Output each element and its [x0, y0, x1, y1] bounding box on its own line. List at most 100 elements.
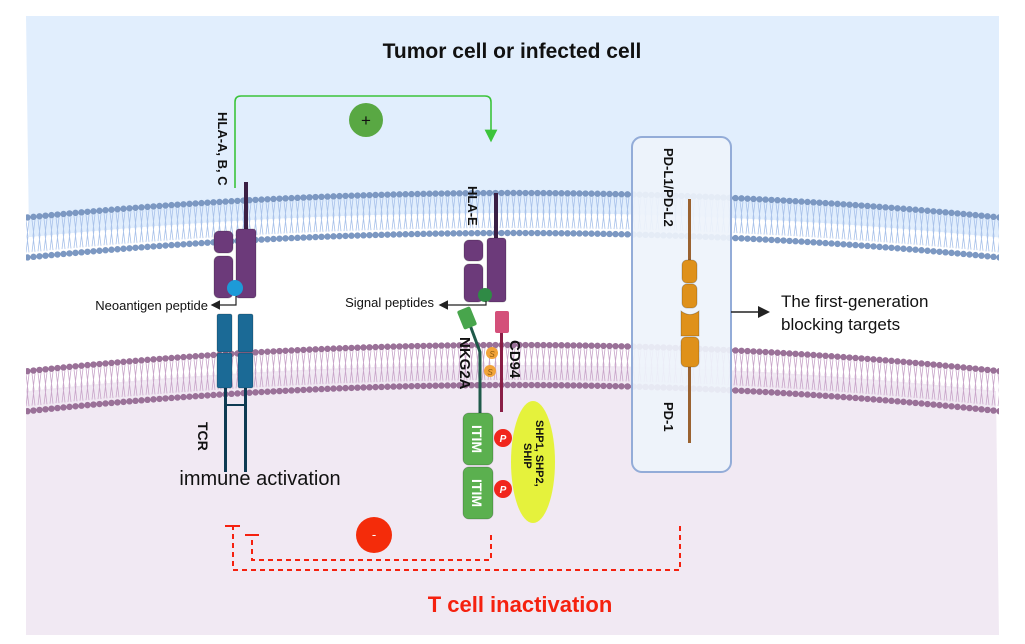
lipid-head	[414, 342, 421, 350]
lipid-head	[378, 191, 385, 199]
tcr-stalk-left	[224, 380, 227, 472]
lipid-head	[840, 201, 847, 208]
lipid-head	[384, 343, 391, 350]
lipid-head	[870, 356, 877, 363]
lipid-head	[1002, 255, 1008, 261]
lipid-head	[564, 382, 571, 389]
lipid-head	[612, 382, 619, 390]
lipid-head	[138, 244, 145, 251]
lipid-head	[960, 250, 967, 258]
itim-box	[462, 466, 494, 520]
lipid-tail	[469, 348, 474, 381]
lipid-tail	[853, 208, 858, 241]
lipid-tail	[781, 203, 786, 236]
lipid-head	[486, 229, 493, 237]
lipid-head	[570, 382, 577, 389]
lipid-tail	[955, 216, 960, 249]
lipid-head	[552, 381, 559, 389]
lipid-tail	[181, 207, 186, 240]
lipid-tail	[307, 352, 312, 385]
lipid-tail	[61, 370, 66, 403]
lipid-head	[84, 208, 91, 215]
minus-sign: -	[372, 527, 376, 542]
lipid-head	[354, 344, 361, 351]
lipid-head	[966, 211, 973, 218]
lipid-head	[444, 382, 451, 389]
lipid-head	[804, 238, 811, 246]
lipid-head	[156, 242, 163, 250]
lipid-head	[288, 234, 295, 242]
lipid-head	[576, 230, 583, 237]
lipid-head	[456, 190, 463, 197]
lipid-head	[258, 388, 265, 396]
lipid-tail	[835, 206, 840, 239]
lipid-tail	[43, 372, 48, 405]
lipid-head	[546, 229, 553, 237]
lipid-tail	[355, 350, 360, 383]
lipid-head	[102, 400, 109, 407]
lipid-head	[360, 192, 367, 199]
lipid-head	[264, 196, 271, 203]
lipid-head	[126, 358, 133, 365]
lipid-tail	[955, 369, 960, 402]
hla-e-heavy-chain	[486, 237, 507, 303]
lipid-head	[972, 405, 979, 412]
lipid-head	[600, 382, 607, 390]
lipid-head	[522, 229, 529, 237]
lipid-head	[582, 342, 589, 349]
lipid-head	[102, 360, 109, 367]
pdl-stalk	[688, 199, 691, 261]
lipid-tail	[871, 209, 876, 242]
lipid-head	[60, 404, 67, 411]
lipid-head	[894, 398, 901, 405]
lipid-tail	[931, 214, 936, 247]
lipid-head	[876, 203, 883, 211]
lipid-head	[948, 403, 955, 410]
lipid-head	[342, 384, 349, 392]
lipid-head	[60, 250, 67, 258]
lipid-head	[834, 240, 841, 248]
lipid-tail	[187, 359, 192, 392]
lipid-tail	[283, 353, 288, 386]
lipid-head	[612, 230, 619, 238]
lipid-head	[348, 344, 355, 352]
lipid-head	[18, 369, 24, 375]
lipid-head	[294, 346, 301, 354]
lipid-head	[276, 195, 283, 202]
lipid-head	[198, 199, 205, 207]
lipid-head	[312, 193, 319, 201]
lipid-head	[786, 390, 793, 397]
lipid-tail	[961, 216, 966, 250]
minus-badge	[356, 517, 392, 553]
lipid-tail	[193, 206, 198, 239]
lipid-tail	[535, 196, 540, 229]
phosphate-2: P	[494, 480, 512, 498]
lipid-head	[756, 388, 763, 395]
lipid-head	[48, 405, 55, 412]
lipid-head	[954, 250, 961, 257]
lipid-head	[330, 233, 337, 240]
lipid-head	[924, 207, 931, 214]
lipid-tail	[301, 200, 306, 233]
phosphate-icon	[494, 480, 512, 498]
lipid-head	[846, 394, 853, 401]
lipid-tail	[463, 348, 468, 381]
lipid-head	[198, 239, 205, 247]
lipid-head	[324, 233, 331, 240]
lipid-tail	[541, 348, 546, 381]
lipid-head	[26, 214, 31, 221]
lipid-head	[618, 383, 625, 390]
itim-box	[462, 412, 494, 466]
lipid-head	[198, 352, 205, 359]
lipid-head	[258, 236, 265, 243]
lipid-tail	[739, 353, 744, 386]
lipid-head	[222, 198, 229, 205]
lipid-tail	[817, 358, 822, 391]
lipid-tail	[517, 347, 522, 381]
lipid-head	[558, 230, 565, 237]
lipid-head	[306, 234, 313, 241]
lipid-tail	[103, 366, 108, 399]
hla-abc-label: HLA-A, B, C	[215, 112, 230, 186]
lipid-head	[600, 342, 607, 350]
lipid-head	[228, 390, 235, 398]
